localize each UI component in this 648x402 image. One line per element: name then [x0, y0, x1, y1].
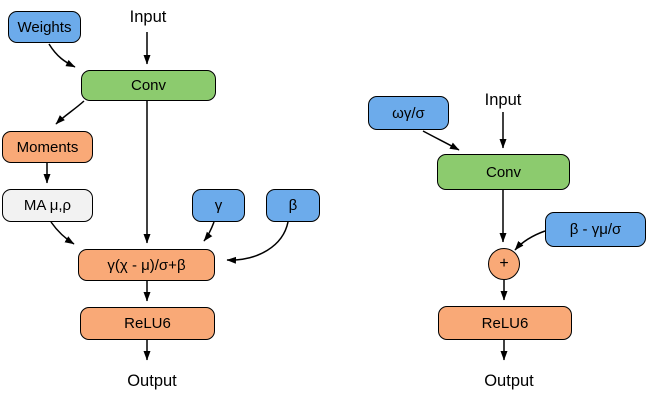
arrow-ma-to-formula	[50, 221, 75, 245]
node-folded-bias: β - γμ/σ	[545, 212, 646, 247]
node-gamma: γ	[192, 189, 245, 222]
node-beta: β	[266, 189, 320, 222]
node-conv-right: Conv	[437, 154, 570, 190]
node-batchnorm-formula: γ(χ - μ)/σ+β	[78, 249, 215, 281]
node-folded-weights: ωγ/σ	[368, 96, 449, 130]
output-label-left: Output	[127, 372, 177, 390]
arrow-conv-to-moments	[55, 100, 85, 125]
arrow-folded-bias-to-add	[514, 230, 546, 251]
arrow-folded-weights-to-conv	[422, 130, 460, 151]
node-weights: Weights	[8, 11, 81, 43]
node-relu6-right: ReLU6	[438, 306, 572, 340]
arrow-beta-to-formula	[226, 221, 289, 264]
input-label-left: Input	[129, 8, 167, 26]
input-label-right: Input	[484, 91, 522, 109]
arrow-gamma-to-formula	[203, 221, 215, 242]
output-label-right: Output	[484, 372, 534, 390]
node-relu6-left: ReLU6	[80, 307, 215, 340]
node-moving-average: MA μ,ρ	[2, 189, 93, 222]
arrow-weights-to-conv	[48, 43, 76, 68]
node-conv-left: Conv	[81, 70, 216, 101]
node-moments: Moments	[2, 131, 93, 163]
node-add-op: +	[488, 248, 520, 280]
